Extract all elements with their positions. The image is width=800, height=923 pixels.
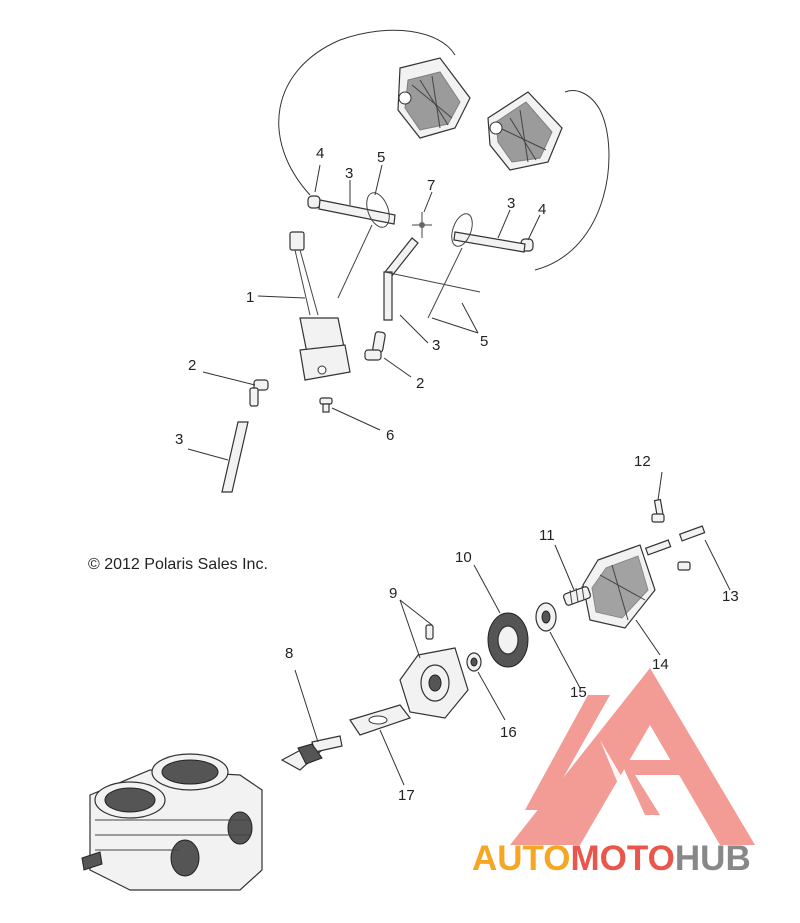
- hose-3-upper-right: [453, 231, 526, 253]
- callout-12: 12: [634, 453, 651, 470]
- callout-3-upper-left: 3: [345, 165, 353, 182]
- callout-2-left: 2: [188, 357, 196, 374]
- copyright-text: © 2012 Polaris Sales Inc.: [88, 556, 268, 573]
- watermark-logo: [510, 668, 755, 845]
- callout-3-lower: 3: [175, 431, 183, 448]
- callout-4-right: 4: [538, 201, 546, 218]
- callout-4-left: 4: [316, 145, 324, 162]
- callout-labels: 1 2 2 3 3 3 3 4 4 5 5 6 7 8 9 10 11 12 1…: [175, 145, 739, 804]
- callout-16: 16: [500, 724, 517, 741]
- cap-4-left: [307, 195, 321, 209]
- callout-8: 8: [285, 645, 293, 662]
- callout-2-right: 2: [416, 375, 424, 392]
- valve-8: [280, 735, 343, 771]
- cover-14: [582, 544, 656, 629]
- callout-3-upper-right: 3: [507, 195, 515, 212]
- nut-16: [466, 652, 482, 672]
- hose-3-upper-left: [318, 199, 396, 225]
- reed-housing-left: [397, 57, 471, 139]
- callout-14: 14: [652, 656, 669, 673]
- housing-9: [399, 624, 469, 719]
- elbow-2-right: [364, 331, 386, 361]
- hose-3-center: [383, 237, 419, 321]
- bolt-12: [651, 498, 665, 523]
- washer-15: [535, 602, 557, 632]
- lower-leaders: [294, 471, 731, 786]
- callout-6: 6: [386, 427, 394, 444]
- callout-1: 1: [246, 289, 254, 306]
- gasket-17: [349, 704, 411, 736]
- screw-6: [319, 397, 333, 413]
- callout-17: 17: [398, 787, 415, 804]
- watermark-hub: HUB: [675, 839, 751, 878]
- callout-13: 13: [722, 588, 739, 605]
- diaphragm-10: [487, 612, 529, 668]
- elbow-2-left: [249, 379, 269, 407]
- bolts-13: [644, 525, 706, 571]
- callout-15: 15: [570, 684, 587, 701]
- watermark-moto: MOTO: [571, 839, 675, 878]
- svg-text:AUTOMOTOHUB: AUTOMOTOHUB: [472, 839, 751, 878]
- reed-housing-right: [487, 91, 563, 171]
- spring-11: [562, 585, 592, 606]
- hose-3-lower: [221, 421, 249, 493]
- callout-5-left: 5: [377, 149, 385, 166]
- cylinder-block: [81, 753, 263, 891]
- callout-5-right: 5: [480, 333, 488, 350]
- callout-9: 9: [389, 585, 397, 602]
- watermark-auto: AUTO: [472, 839, 571, 878]
- fitting-7: [412, 212, 432, 238]
- callout-10: 10: [455, 549, 472, 566]
- upper-leaders: [187, 164, 541, 461]
- callout-3-center: 3: [432, 337, 440, 354]
- clamp-5-left: [337, 192, 390, 299]
- callout-7: 7: [427, 177, 435, 194]
- clamp-5-right: [384, 213, 481, 319]
- solenoid-1: [289, 231, 351, 381]
- callout-11: 11: [539, 527, 555, 544]
